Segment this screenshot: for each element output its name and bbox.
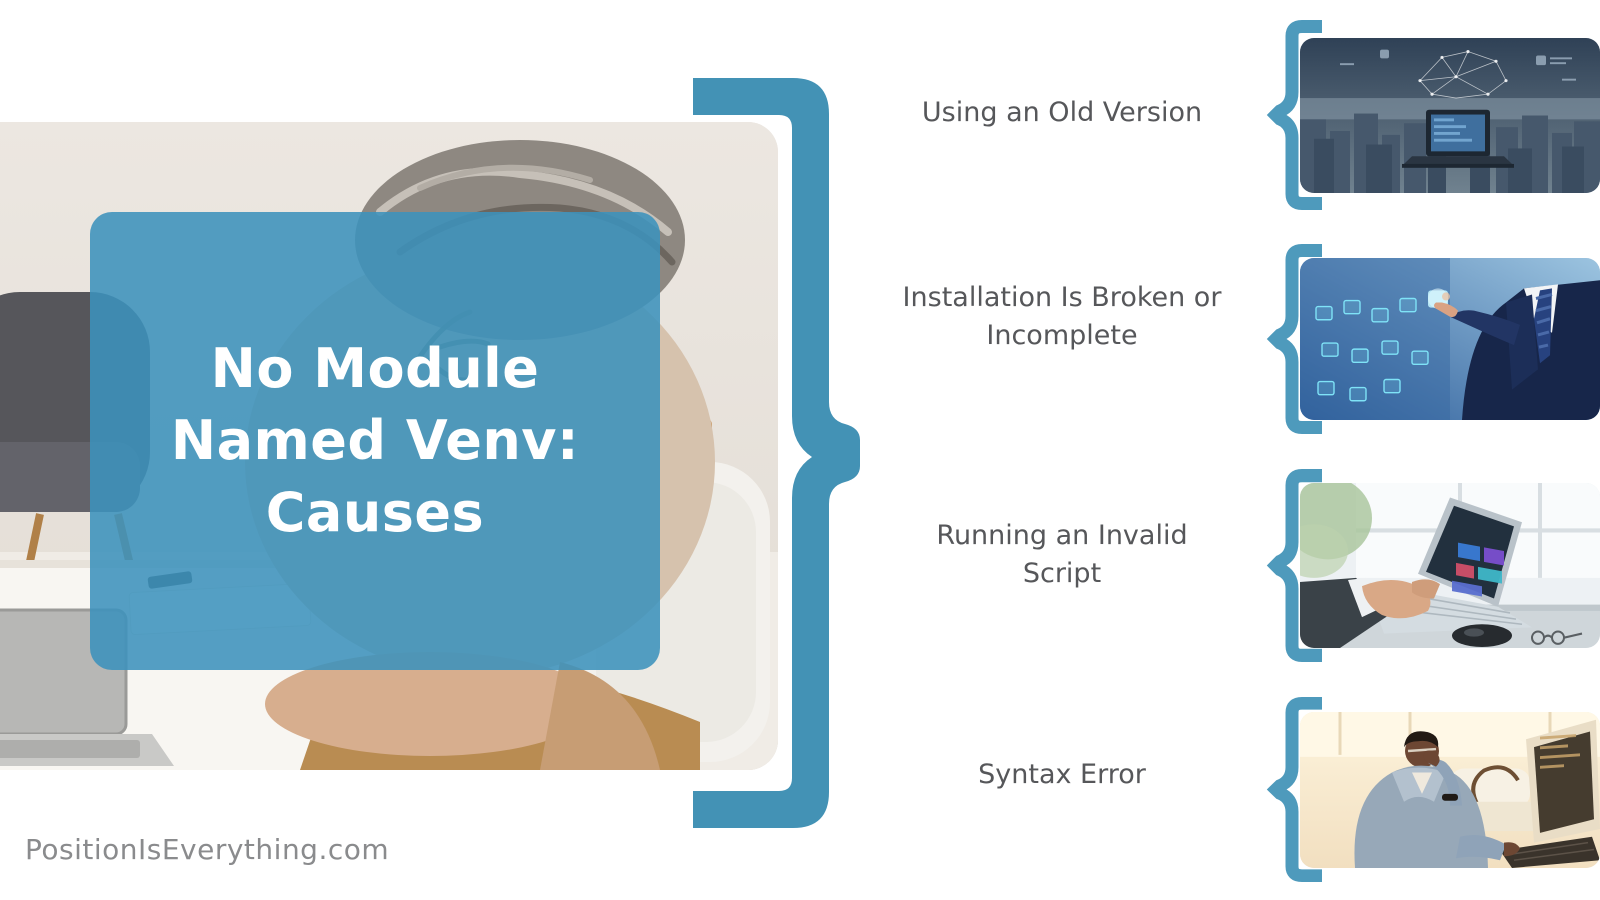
laptop-city-ai-network-image: [1300, 38, 1600, 193]
curly-brace-left-icon: [1266, 244, 1322, 434]
businessman-virtual-icons-image: [1300, 258, 1600, 420]
item-label-invalid-script: Running an Invalid Script: [936, 520, 1188, 589]
thumbnail-old-version: [1300, 38, 1600, 193]
curly-brace-left-icon: [1266, 20, 1322, 210]
curly-brace-left-icon: [1266, 697, 1322, 882]
thumbnail-installation-broken: [1300, 258, 1600, 420]
title-card: No Module Named Venv: Causes: [90, 212, 660, 670]
watermark: PositionIsEverything.com: [25, 833, 390, 866]
hands-typing-laptop-image: [1300, 483, 1600, 648]
man-at-monitor-image: [1300, 712, 1600, 868]
item-label-installation-broken: Installation Is Broken or Incomplete: [902, 282, 1222, 351]
thumbnail-invalid-script: [1300, 483, 1600, 648]
item-label-syntax-error: Syntax Error: [978, 759, 1146, 790]
item-label-old-version: Using an Old Version: [921, 97, 1203, 128]
curly-brace-right-icon: [693, 78, 860, 828]
page-title: No Module Named Venv: Causes: [170, 337, 580, 544]
thumbnail-syntax-error: [1300, 712, 1600, 868]
curly-brace-left-icon: [1266, 469, 1322, 662]
